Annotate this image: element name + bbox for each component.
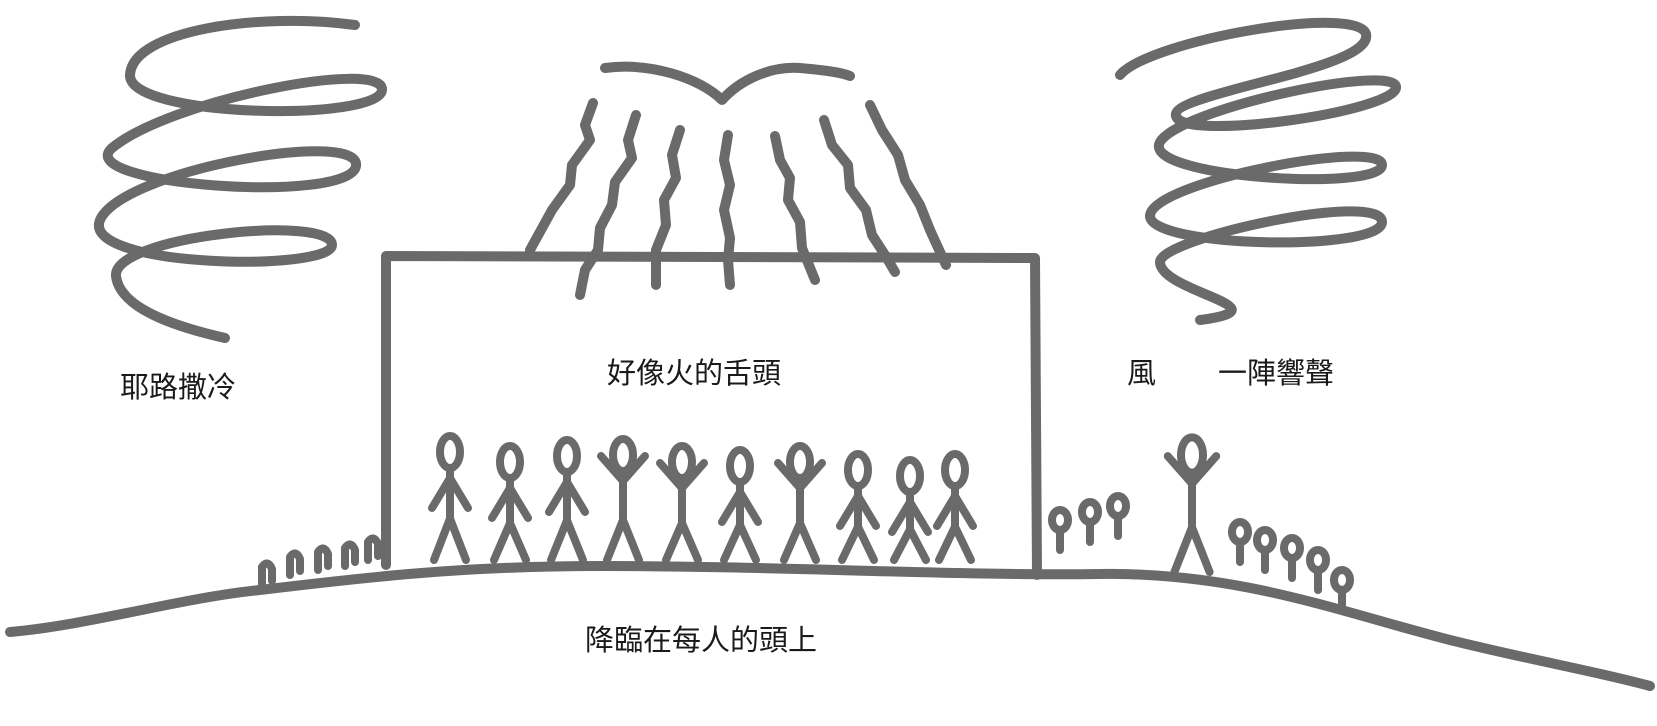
figure-arms — [774, 459, 826, 492]
tiny-figure — [364, 534, 382, 564]
small-figure — [1228, 518, 1252, 566]
figure-head — [1177, 433, 1207, 477]
figure-arms — [836, 492, 880, 530]
figure-head — [726, 446, 754, 486]
label-jerusalem: 耶路撒冷 — [120, 370, 237, 404]
open-book-arc — [600, 61, 855, 105]
house-outline — [381, 251, 1042, 580]
small-figure — [1048, 506, 1072, 554]
stick-figure — [545, 436, 589, 564]
figure-arms — [933, 492, 977, 530]
figure-head — [553, 436, 581, 476]
label-descend: 降臨在每人的頭上 — [585, 623, 818, 657]
figure-head — [941, 450, 969, 490]
figure-legs — [780, 519, 820, 564]
figure-legs — [662, 519, 702, 564]
stick-figure — [428, 432, 472, 564]
figure-legs — [890, 525, 930, 564]
fire-tongue — [525, 98, 598, 255]
small-figure — [1106, 492, 1130, 540]
stick-figure — [774, 442, 826, 564]
figure-head — [496, 442, 524, 482]
figure-legs — [547, 516, 587, 564]
figure-arms — [1163, 452, 1221, 488]
fire-tongue — [819, 115, 900, 277]
stick-figure — [597, 435, 649, 564]
fire-tongue — [651, 125, 685, 290]
tiny-figure — [258, 559, 276, 589]
ground-hill — [5, 561, 1655, 691]
tiny-figure — [341, 540, 359, 570]
stick-figure — [933, 450, 977, 564]
small-figure — [1330, 566, 1354, 614]
figure-head — [436, 432, 464, 472]
figure-legs — [935, 522, 975, 564]
figure-arms — [718, 488, 762, 526]
figure-arms — [597, 452, 649, 485]
stick-figure — [488, 442, 532, 564]
right-whirlwind-spiral — [1115, 17, 1401, 325]
small-figure — [1253, 526, 1277, 574]
figure-legs — [430, 514, 470, 564]
figure-legs — [490, 519, 530, 564]
figure-arms — [488, 484, 532, 522]
figure-head — [609, 435, 637, 475]
stick-figure — [888, 456, 932, 564]
figure-head — [786, 442, 814, 482]
label-sound: 一陣響聲 — [1218, 356, 1335, 390]
fire-tongue — [865, 100, 951, 270]
fire-tongue — [719, 130, 735, 290]
figure-legs — [720, 520, 760, 564]
label-wind: 風 — [1127, 356, 1157, 390]
figure-head — [844, 450, 872, 490]
figure-arms — [656, 459, 708, 492]
figure-legs — [603, 515, 643, 564]
small-figure — [1306, 546, 1330, 594]
figure-arms — [545, 478, 589, 516]
stick-figure — [656, 442, 708, 564]
stick-figure — [1163, 433, 1221, 576]
tiny-figure — [314, 544, 332, 574]
fire-tongue — [575, 110, 641, 300]
figure-arms — [888, 498, 932, 536]
stick-figure — [836, 450, 880, 564]
figure-arms — [428, 474, 472, 512]
fire-tongue — [770, 131, 820, 285]
label-tongues-of-fire: 好像火的舌頭 — [607, 356, 782, 390]
tiny-figure — [286, 549, 304, 579]
figure-legs — [1170, 523, 1214, 576]
tongues-of-fire — [525, 98, 951, 300]
left-whirlwind-spiral — [94, 15, 387, 343]
figure-head — [668, 442, 696, 482]
people-group — [258, 432, 1354, 614]
stick-figure — [718, 446, 762, 564]
small-figure — [1280, 534, 1304, 582]
figure-legs — [838, 522, 878, 564]
figure-head — [896, 456, 924, 496]
small-figure — [1078, 498, 1102, 546]
